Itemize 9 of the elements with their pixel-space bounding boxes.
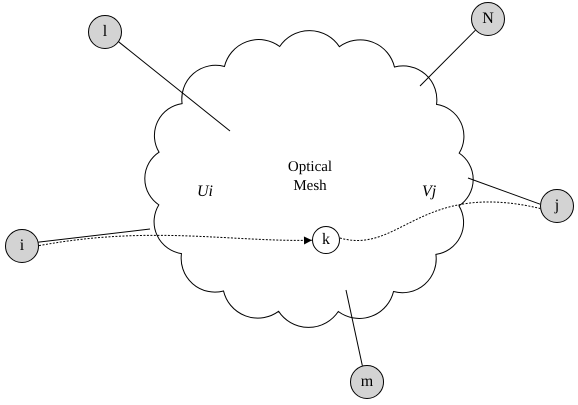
connector-line <box>346 290 363 366</box>
arrow <box>38 234 312 246</box>
edge-label: Vj <box>420 184 438 200</box>
connector-line <box>420 30 476 86</box>
connector-line <box>339 201 541 241</box>
connector-line <box>118 41 230 132</box>
connector-line <box>468 178 541 205</box>
cloud-label: Optical Mesh <box>286 158 334 196</box>
connector-line <box>38 228 150 243</box>
